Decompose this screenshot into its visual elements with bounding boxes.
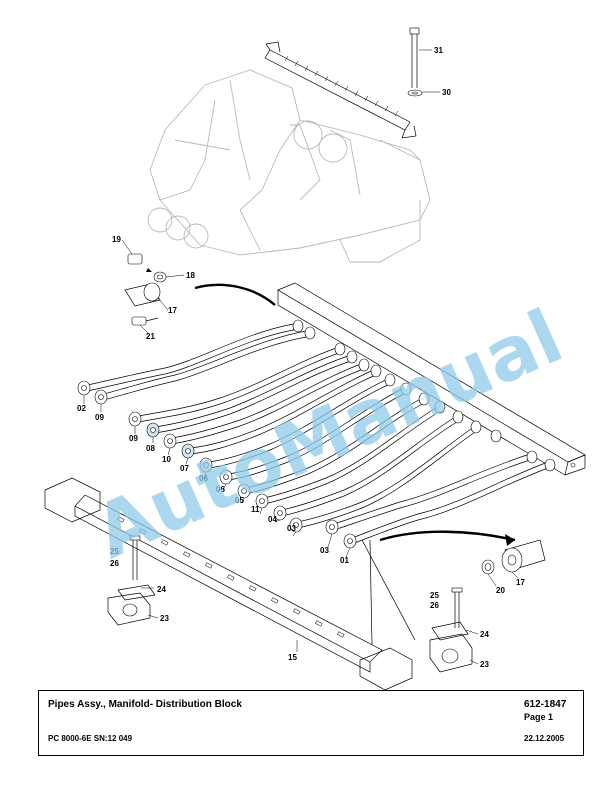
- callout-26-left: 26: [110, 559, 119, 568]
- pipe-end-fittings: [77, 380, 357, 549]
- callout-24-left: 24: [157, 585, 166, 594]
- manifold-port-fittings: [292, 319, 556, 472]
- support-rail: [44, 477, 416, 690]
- callout-07: 07: [180, 464, 189, 473]
- machine-frame-outline: [147, 69, 431, 263]
- callout-17-lower: 17: [516, 578, 525, 587]
- callout-25-left: 25: [110, 547, 119, 556]
- bolt-31: [407, 27, 423, 97]
- callout-30: 30: [442, 88, 451, 97]
- callout-11: 11: [251, 505, 260, 514]
- callout-02: 02: [77, 404, 86, 413]
- callout-23-right: 23: [480, 660, 489, 669]
- fitting-assembly-upper: [124, 253, 276, 326]
- callout-03-a: 03: [287, 524, 296, 533]
- callout-20: 20: [496, 586, 505, 595]
- callout-09-b: 09: [129, 434, 138, 443]
- callout-04: 04: [268, 515, 277, 524]
- callout-06-b: 06: [216, 485, 225, 494]
- pipe-bundle: [87, 322, 549, 545]
- title-block: Pipes Assy., Manifold- Distribution Bloc…: [38, 690, 584, 756]
- document-title: Pipes Assy., Manifold- Distribution Bloc…: [48, 699, 242, 710]
- callout-10: 10: [162, 455, 171, 464]
- callout-05: 05: [235, 496, 244, 505]
- part-number: 612-1847: [524, 699, 567, 710]
- callout-09-a: 09: [95, 413, 104, 422]
- leader-lines: [83, 49, 519, 665]
- pipe-clamp-right: [429, 587, 473, 673]
- mounting-rail-top: [264, 41, 417, 139]
- callout-19: 19: [112, 235, 121, 244]
- callout-03-b: 03: [320, 546, 329, 555]
- callout-15: 15: [288, 653, 297, 662]
- callout-08: 08: [146, 444, 155, 453]
- callout-26-right: 26: [430, 601, 439, 610]
- distribution-block: [277, 282, 586, 476]
- callout-24-right: 24: [480, 630, 489, 639]
- callout-21: 21: [146, 332, 155, 341]
- callout-17-upper: 17: [168, 306, 177, 315]
- pipe-clamp-left: [107, 535, 156, 626]
- document-date: 22.12.2005: [524, 734, 565, 743]
- callout-labels: 31 30 19 18 17 21 02 09 09 08 10 07 06 0…: [77, 46, 525, 669]
- callout-18: 18: [186, 271, 195, 280]
- machine-model: PC 8000-6E SN:12 049: [48, 734, 133, 743]
- callout-31: 31: [434, 46, 443, 55]
- parts-diagram: 31 30 19 18 17 21 02 09 09 08 10 07 06 0…: [44, 27, 586, 690]
- fitting-assembly-lower: [379, 530, 546, 575]
- callout-06-a: 06: [199, 474, 208, 483]
- page-number: Page 1: [524, 712, 554, 722]
- callout-01: 01: [340, 556, 349, 565]
- callout-23-left: 23: [160, 614, 169, 623]
- callout-25-right: 25: [430, 591, 439, 600]
